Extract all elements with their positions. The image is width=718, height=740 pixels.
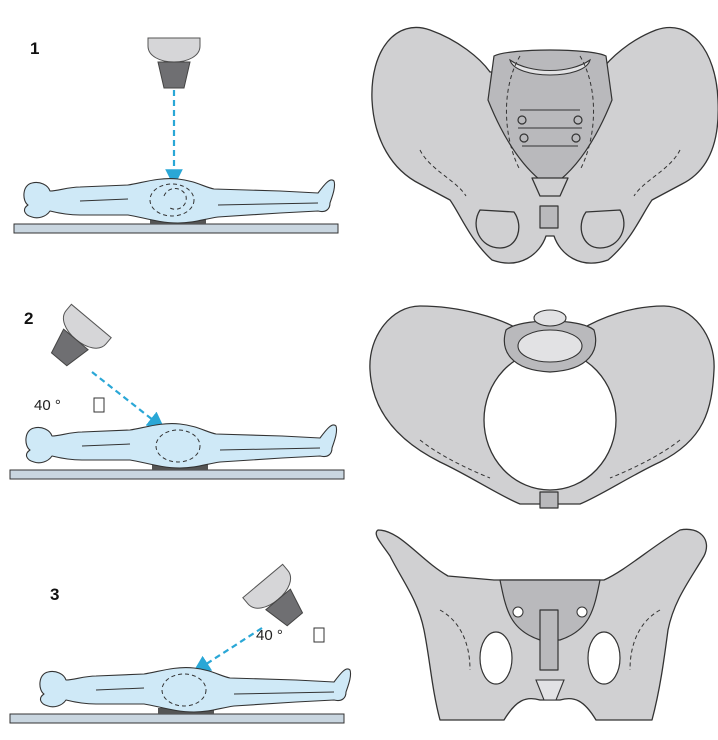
exam-table: [10, 714, 344, 723]
xray-tube-icon: [148, 38, 200, 88]
central-ray-caudal: [200, 628, 262, 668]
panel-number-1: 1: [30, 39, 39, 58]
pelvis-outlet-view: [376, 529, 706, 720]
xray-tube-icon: [243, 564, 315, 636]
angle-box-icon: [314, 628, 324, 642]
xray-tube-icon: [39, 304, 111, 376]
panel-2: 2 40 °: [10, 304, 714, 508]
pelvis-ap-view: [372, 27, 718, 263]
panel-number-2: 2: [24, 309, 33, 328]
panel-3: 3 40 °: [10, 529, 707, 723]
angle-box-icon: [94, 398, 104, 412]
pelvis-inlet-view: [370, 306, 714, 508]
patient-supine: [24, 179, 335, 223]
panel-1: 1: [14, 27, 718, 263]
patient-supine: [40, 668, 351, 712]
panel-number-3: 3: [50, 585, 59, 604]
exam-table: [14, 224, 338, 233]
angle-label: 40 °: [34, 397, 61, 414]
exam-table: [10, 470, 344, 479]
